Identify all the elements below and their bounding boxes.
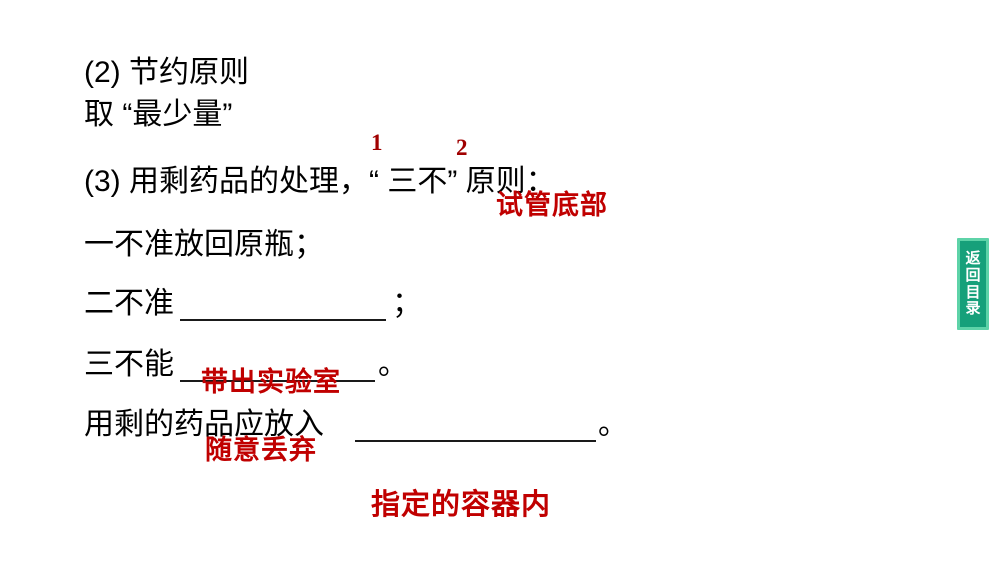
heading-saving-principle: (2) 节约原则 bbox=[84, 56, 249, 89]
return-to-contents-tab[interactable]: 返 回 目 录 bbox=[957, 238, 989, 330]
return-tab-char-4: 录 bbox=[965, 300, 981, 318]
blank-underline-rule-three[interactable] bbox=[180, 380, 375, 382]
blank-underline-closing[interactable] bbox=[355, 440, 596, 442]
rule-two-suffix: ； bbox=[392, 287, 422, 320]
annotation-test-tube-bottom: 试管底部 bbox=[496, 190, 608, 220]
heading-leftover-handling: (3) 用剩药品的处理，“ 三不” 原则： bbox=[84, 165, 556, 198]
return-tab-char-3: 目 bbox=[965, 283, 981, 301]
rule-no-return-to-bottle: 一不准放回原瓶； bbox=[84, 228, 324, 261]
closing-sentence-suffix: 。 bbox=[598, 408, 628, 441]
rule-three-suffix: 。 bbox=[378, 348, 408, 381]
numeral-marker-two: 2 bbox=[456, 135, 468, 160]
closing-sentence-prefix: 用剩的药品应放入 bbox=[84, 408, 324, 441]
annotation-random-discard: 随意丢弃 bbox=[205, 435, 317, 465]
rule-minimum-amount: 取 “最少量” bbox=[84, 98, 233, 131]
return-tab-char-2: 回 bbox=[965, 266, 981, 284]
numeral-marker-one: 1 bbox=[371, 130, 383, 155]
rule-two-prefix: 二不准 bbox=[84, 287, 174, 320]
return-tab-char-1: 返 bbox=[965, 250, 981, 267]
blank-underline-rule-two[interactable] bbox=[180, 319, 386, 321]
annotation-designated-container: 指定的容器内 bbox=[371, 489, 552, 521]
annotation-take-out-of-lab: 带出实验室 bbox=[201, 367, 341, 397]
rule-three-prefix: 三不能 bbox=[84, 348, 174, 381]
return-tab-inner: 返 回 目 录 bbox=[960, 241, 986, 327]
